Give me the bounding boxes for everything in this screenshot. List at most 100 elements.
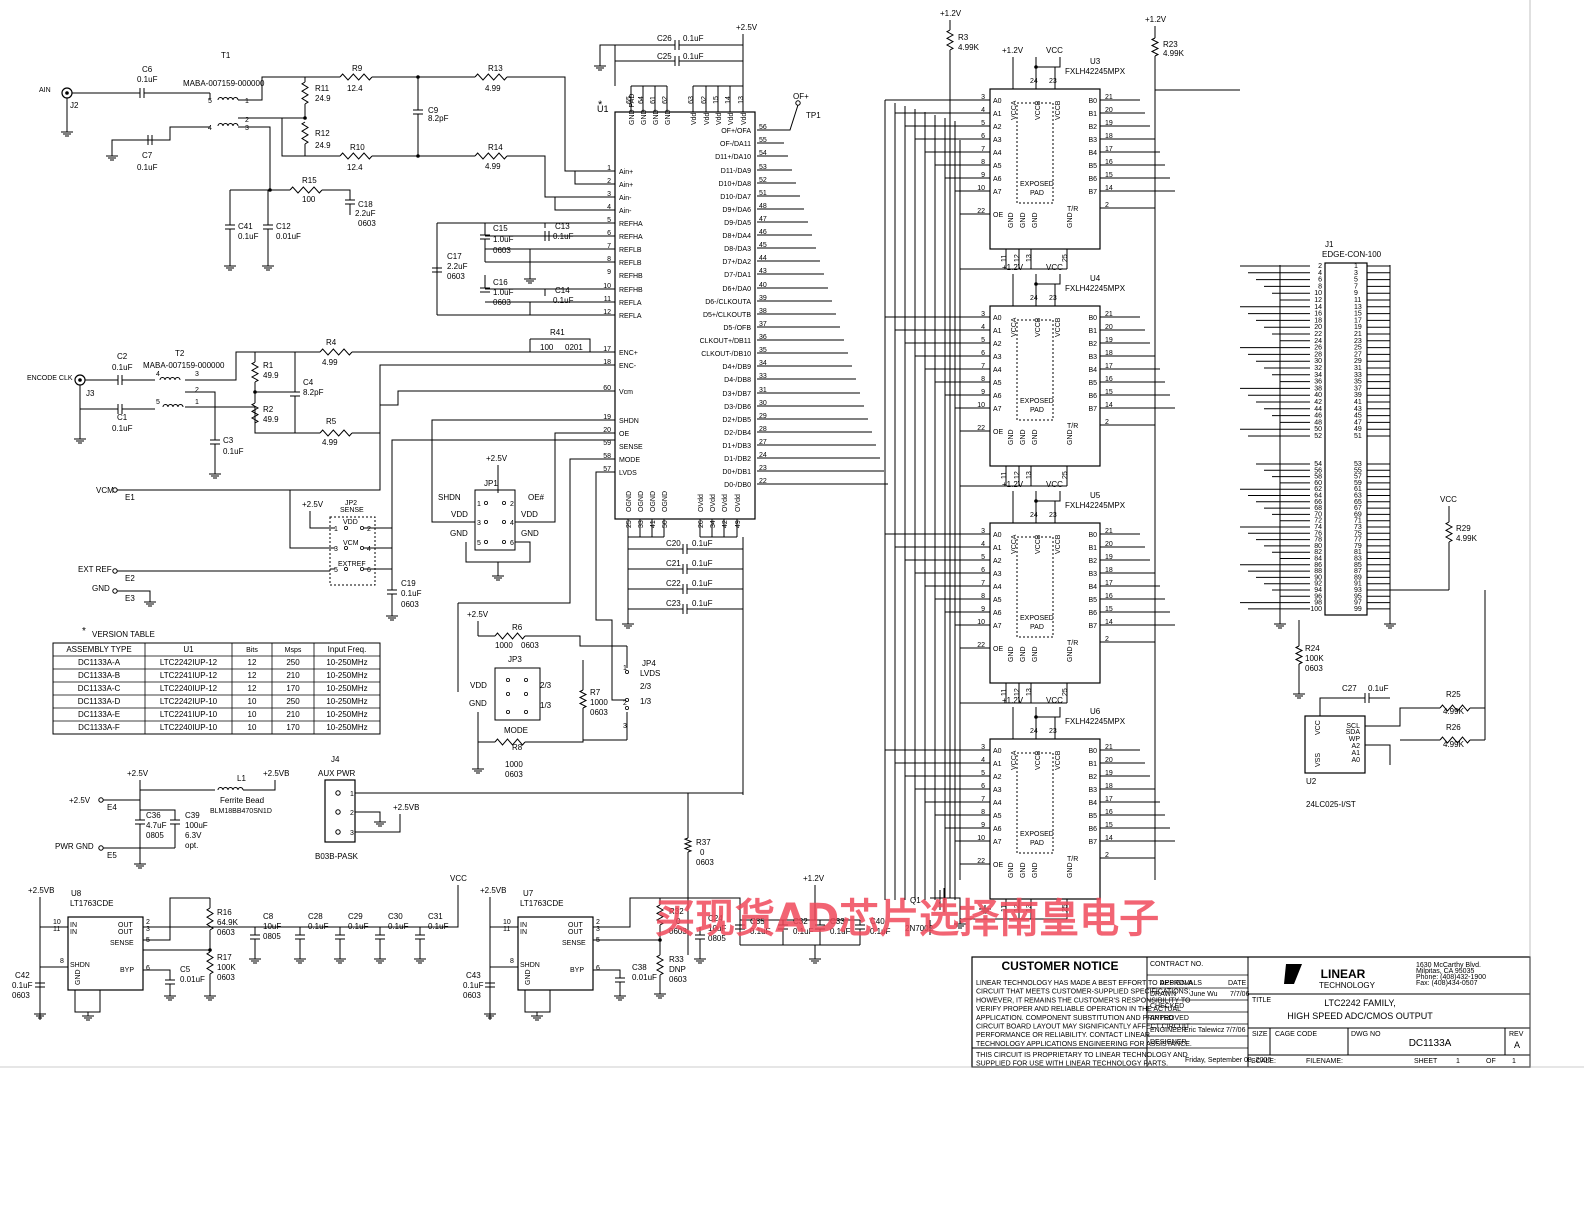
table-cell: 10-250MHz — [326, 697, 367, 706]
ldo-pin-label: IN — [520, 922, 527, 929]
pin: 25 — [1062, 688, 1069, 696]
j1-pin-number: 93 — [1354, 587, 1362, 594]
buffer-pin-label: VCCB — [1055, 317, 1062, 337]
buffer-pin-number: 21 — [1105, 744, 1113, 751]
u1-pin-label: Ain+ — [619, 169, 633, 176]
r6-package: 0603 — [521, 641, 539, 650]
exposed-pad-label: EXPOSED — [1020, 831, 1054, 838]
buffer-pin-number: 7 — [981, 796, 985, 803]
buffer-pin-number: 16 — [1105, 809, 1113, 816]
engineer-date: 7/7/06 — [1226, 1027, 1246, 1034]
pin: 3 — [245, 125, 249, 132]
c32-value: 0.1uF — [793, 927, 814, 936]
u1-pin-label: REFLA — [619, 313, 642, 320]
table-header: Input Freq. — [328, 645, 367, 654]
u1-pin-number: 3 — [607, 191, 611, 198]
j1-pin-number: 35 — [1354, 379, 1362, 386]
r24-value: 100K — [1305, 654, 1324, 663]
rail-label: VCC — [450, 874, 467, 883]
r2-resistor — [250, 402, 260, 424]
jp3-23-label: 2/3 — [540, 681, 552, 690]
components — [0, 0, 1584, 1068]
t2-coil — [174, 377, 181, 381]
jp3-rail-label: +2.5V — [467, 610, 489, 619]
buffer-pin-label: GND — [1032, 862, 1039, 878]
buffer-pin-label: GND — [1032, 646, 1039, 662]
pin: 1 — [623, 665, 627, 672]
r6-value: 1000 — [495, 641, 513, 650]
customer-notice-line: VERIFY PROPER AND RELIABLE OPERATION IN … — [976, 1006, 1181, 1013]
j1-pin-number: 99 — [1354, 606, 1362, 613]
table-header: ASSEMBLY TYPE — [66, 645, 131, 654]
u1-pin-label: CLKOUT-/DB10 — [701, 351, 751, 358]
j1-pin-number: 57 — [1354, 474, 1362, 481]
buffer-pin-label: T/R — [1067, 206, 1078, 213]
u1-pin-label: LVDS — [619, 470, 637, 477]
buffer-pin-label: A3 — [993, 571, 1002, 578]
pin: 11 — [53, 926, 60, 933]
j1-pin-number: 75 — [1354, 530, 1362, 537]
t2-coil — [162, 404, 169, 408]
u1-pin-label: D10+/DA8 — [719, 181, 752, 188]
c40-value: 0.1uF — [870, 927, 891, 936]
wire — [593, 897, 660, 928]
u7-part: LT1763CDE — [520, 899, 563, 908]
scale-label: SCALE: — [1251, 1058, 1276, 1065]
u1-pin-label: D9-/DA5 — [724, 220, 751, 227]
u1-pin-number: 57 — [603, 466, 611, 473]
buffer-pin-label: B0 — [1088, 532, 1097, 539]
rail-label: +2.5VB — [28, 886, 54, 895]
j2-label: J2 — [70, 101, 79, 110]
buffer-pin-label: B7 — [1088, 189, 1097, 196]
buffer-pin-number: 20 — [1105, 107, 1113, 114]
jumper-pin — [343, 546, 348, 551]
r2-value: 49.9 — [263, 415, 279, 424]
jumper-pin — [625, 670, 630, 675]
pin: 22 — [977, 425, 985, 432]
u1-pin-label: GND — [665, 109, 672, 125]
u1-pin-label: ENC+ — [619, 350, 638, 357]
l1-part: BLM18BB470SN1D — [210, 808, 272, 815]
sheet-number: 1 — [1456, 1058, 1460, 1065]
buffer-pin-number: 16 — [1105, 376, 1113, 383]
buffer-ref: U3 — [1090, 57, 1101, 66]
buffer-pin-label: A2 — [993, 124, 1002, 131]
buffer-pin-label: A1 — [993, 545, 1002, 552]
u1-pin-number: 34 — [759, 360, 767, 367]
l1-inductor — [222, 787, 229, 791]
u1-pin-label: D3+/DB7 — [722, 391, 751, 398]
r16-value: 64.9K — [217, 918, 239, 927]
table-cell: 10 — [248, 723, 257, 732]
drawn-by: June Wu — [1190, 991, 1218, 998]
jp2-ref: JP2 — [345, 500, 357, 507]
rail-label: VCC — [1440, 495, 1457, 504]
u1-pin-number: 25 — [626, 520, 633, 528]
u1-pin-number: 13 — [738, 96, 745, 104]
j1-pin-number: 63 — [1354, 493, 1362, 500]
buffer-pin-label: B4 — [1088, 150, 1097, 157]
t2-coil — [159, 377, 166, 381]
buffer-pin-label: A0 — [993, 748, 1002, 755]
jumper-pin — [524, 710, 529, 715]
customer-notice-line: HOWEVER, IT REMAINS THE CUSTOMER'S RESPO… — [976, 997, 1191, 1004]
u1-pin-number: 6 — [607, 230, 611, 237]
wire — [530, 338, 591, 352]
pin: 2 — [1105, 636, 1109, 643]
u1-pin-number: 11 — [604, 296, 611, 303]
j1-pin-number: 69 — [1354, 511, 1362, 518]
r4-ref: R4 — [326, 338, 337, 347]
table-cell: DC1133A-C — [78, 684, 121, 693]
r17-ref: R17 — [217, 953, 232, 962]
j1-pin-number: 23 — [1354, 338, 1362, 345]
jp1-rail-label: +2.5V — [486, 454, 508, 463]
buffer-pin-label: B5 — [1088, 163, 1097, 170]
u2-pin-label: A2 — [1351, 743, 1360, 750]
r8-ref: R8 — [512, 743, 523, 752]
c8-package: 0805 — [263, 932, 281, 941]
jumper-pin — [343, 526, 348, 531]
buffer-pin-number: 19 — [1105, 770, 1113, 777]
wire — [238, 126, 271, 190]
buffer-pin-number: 17 — [1105, 796, 1113, 803]
j1-pin-number: 84 — [1314, 556, 1322, 563]
u1-pin-number: 27 — [759, 439, 767, 446]
